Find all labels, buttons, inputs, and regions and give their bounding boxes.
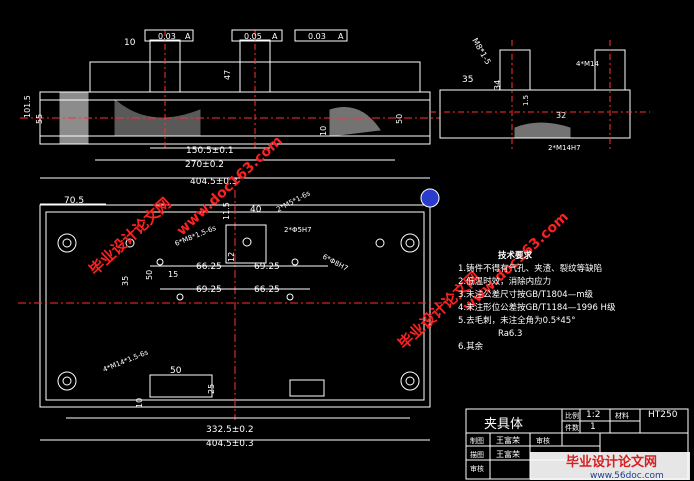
roughness-note: Ra6.3 xyxy=(498,329,523,339)
dim-12: 12 xyxy=(227,252,236,262)
dim-70-5: 70.5 xyxy=(64,196,84,206)
scale-label: 比例 xyxy=(565,412,579,420)
dim-404-5-top: 404.5±0.3 xyxy=(190,177,238,187)
tol-3-ref: A xyxy=(338,32,344,41)
note-item: 2.低温时效，消除内应力 xyxy=(458,277,552,287)
dim-10: 10 xyxy=(124,38,136,48)
hole-e: 4*M14*1.5-6s xyxy=(102,348,150,374)
dim-101-5: 101.5 xyxy=(23,95,32,118)
dim-69-25-a: 69.25 xyxy=(254,262,280,272)
draw-name: 王富荣 xyxy=(496,450,520,459)
approve-label: 审核 xyxy=(470,465,484,473)
side-d34: 34 xyxy=(493,80,502,90)
dim-40: 40 xyxy=(250,205,262,215)
note-item: 1.铸件不得有气孔、夹渣、裂纹等缺陷 xyxy=(458,264,603,274)
qty-label: 件数 xyxy=(565,424,579,432)
dim-15: 15 xyxy=(168,270,178,279)
dim-47: 47 xyxy=(223,70,232,80)
tol-2-ref: A xyxy=(272,32,278,41)
dim-150-5: 150.5±0.1 xyxy=(186,146,234,156)
dim-11-5: 11.5 xyxy=(222,202,231,220)
side-d35: 35 xyxy=(462,75,473,85)
dim-332-5: 332.5±0.2 xyxy=(206,425,254,435)
scale-value: 1:2 xyxy=(586,410,601,420)
tol-2: 0.05 xyxy=(244,32,262,41)
note-item: 4.未注形位公差按GB/T1184—1996 H级 xyxy=(458,303,616,313)
tol-1-ref: A xyxy=(185,32,191,41)
note-item: 6.其余 xyxy=(458,342,484,352)
side-d32: 32 xyxy=(556,111,566,120)
dim-35: 35 xyxy=(121,276,130,286)
hole-b: 2*Φ5H7 xyxy=(284,226,312,234)
dim-50: 50 xyxy=(145,270,154,280)
design-name: 王富荣 xyxy=(496,436,520,445)
dim-69-25-b: 69.25 xyxy=(196,285,222,295)
hole-d: 6*Φ8H7 xyxy=(321,253,349,273)
note-item: 3.未注公差尺寸按GB/T1804—m级 xyxy=(458,290,593,300)
dim-50b: 50 xyxy=(170,366,182,376)
dim-404-5: 404.5±0.3 xyxy=(206,439,254,449)
qty-value: 1 xyxy=(590,422,596,432)
notes-heading: 技术要求 xyxy=(498,251,533,261)
footer-brand: 毕业设计论文网 xyxy=(566,454,657,470)
dim-25: 25 xyxy=(207,384,216,394)
note-item: 5.去毛刺，未注全角为0.5*45° xyxy=(458,316,576,326)
footer-url: www.56doc.com xyxy=(590,471,664,481)
dim-50: 50 xyxy=(395,114,404,124)
side-view xyxy=(430,40,650,150)
side-hole2: 2*M14H7 xyxy=(548,144,581,152)
dim-10b: 10 xyxy=(319,126,328,136)
hole-a: 2*M5*1-6s xyxy=(275,189,312,214)
tol-3: 0.03 xyxy=(308,32,326,41)
dim-55: 55 xyxy=(35,114,44,124)
technical-notes: 技术要求 1.铸件不得有气孔、夹渣、裂纹等缺陷 2.低温时效，消除内应力 3.未… xyxy=(458,250,678,354)
dim-270: 270±0.2 xyxy=(185,160,224,170)
dim-10: 10 xyxy=(135,398,144,408)
front-view xyxy=(18,190,450,441)
draw-label: 描图 xyxy=(470,451,484,459)
design-label: 制图 xyxy=(470,437,484,445)
tol-1: 0.03 xyxy=(158,32,176,41)
top-section-view xyxy=(20,29,440,179)
dim-66-25-a: 66.25 xyxy=(196,262,222,272)
center-marker-dot xyxy=(420,188,440,208)
footer-brand-panel xyxy=(530,452,690,480)
side-d1-5: 1.5 xyxy=(522,95,530,106)
material-label: 材料 xyxy=(615,412,629,420)
material-value: HT250 xyxy=(648,410,678,420)
side-hole1: 4*M14 xyxy=(576,60,599,68)
dim-66-25-b: 66.25 xyxy=(254,285,280,295)
side-m8: M8*1-5 xyxy=(470,37,492,67)
part-name: 夹具体 xyxy=(484,417,524,432)
check-label: 审核 xyxy=(536,437,550,445)
